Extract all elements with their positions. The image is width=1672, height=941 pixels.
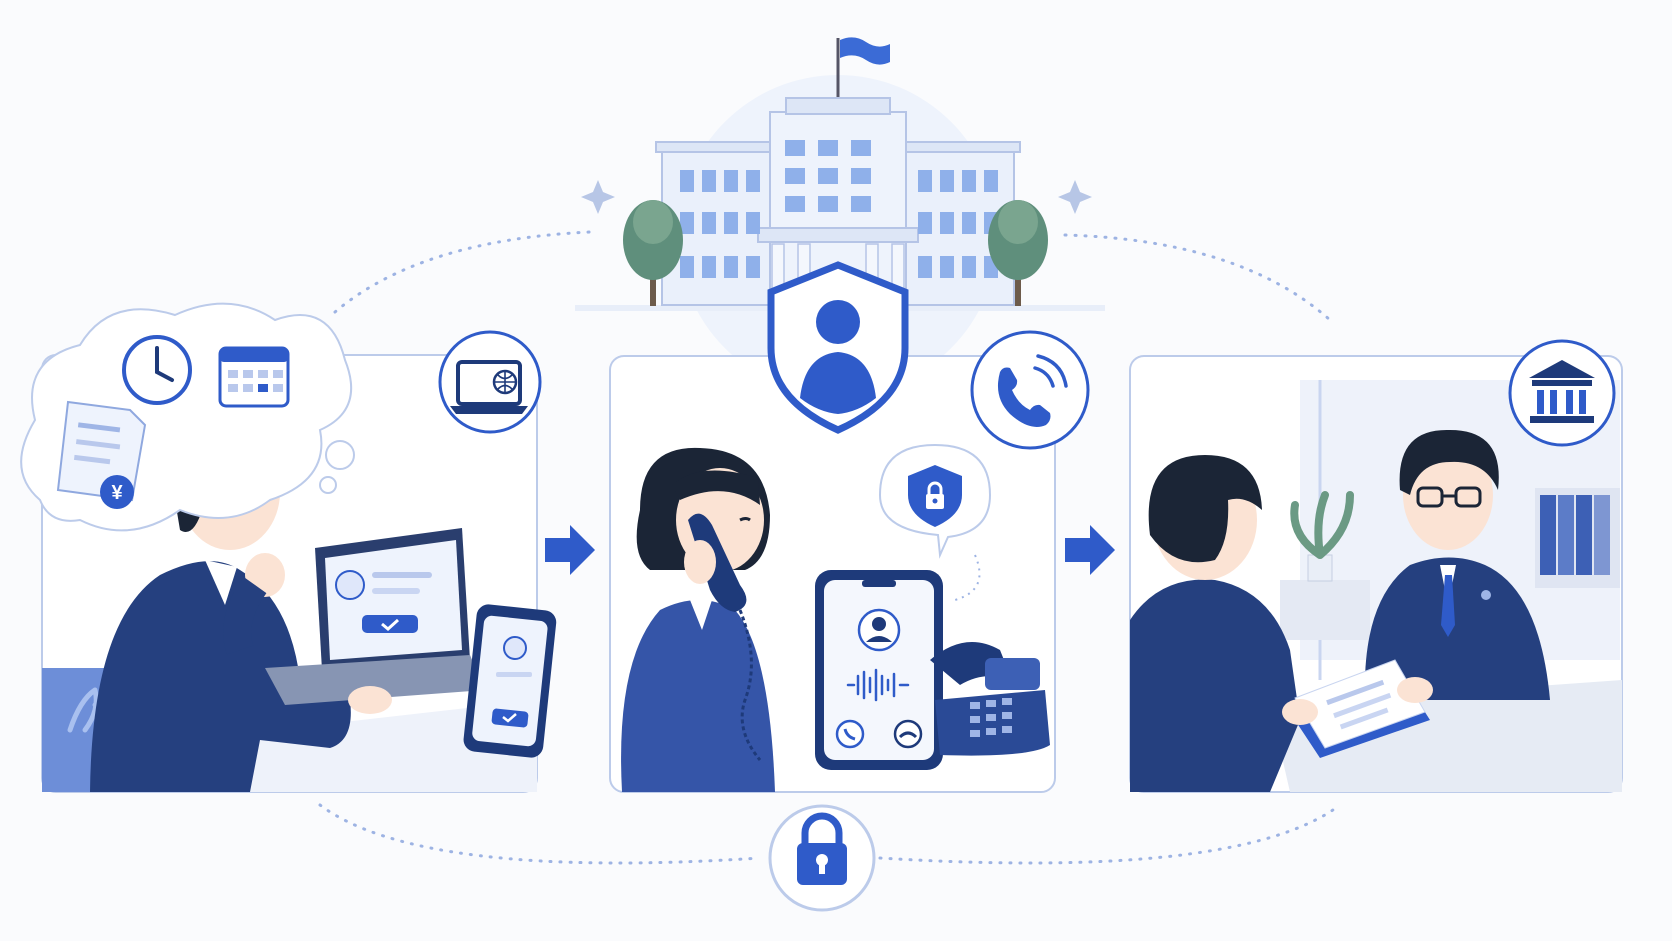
woman-suit <box>621 600 775 792</box>
tree <box>988 200 1048 306</box>
avatar-icon <box>503 636 527 660</box>
binder-shelf <box>1535 488 1620 588</box>
thought-bubble: ¥ <box>20 302 355 532</box>
shield-person-icon <box>767 261 909 434</box>
confirm-button[interactable] <box>362 615 418 633</box>
customer-hair <box>1148 455 1262 563</box>
bank-icon <box>1508 339 1616 447</box>
man-suit <box>90 561 351 792</box>
document-yen-icon: ¥ <box>56 400 147 509</box>
tree <box>623 200 683 306</box>
desk <box>230 700 537 792</box>
scene-online-application: ¥ <box>20 302 557 793</box>
government-building <box>575 37 1105 395</box>
calendar-icon <box>218 346 290 408</box>
clerk-suit <box>1364 557 1550 700</box>
laptop[interactable] <box>265 528 485 705</box>
sparkle-icon <box>581 180 1092 214</box>
lock-icon <box>768 804 876 912</box>
checkmark-icon <box>381 618 400 631</box>
arrow-right-icon <box>1065 525 1115 575</box>
flow-dotted-path <box>318 230 1342 865</box>
checkmark-icon <box>502 713 517 723</box>
desk-phone <box>930 642 1050 756</box>
potted-plant <box>1280 491 1370 640</box>
glasses-icon <box>1416 486 1482 508</box>
phone-call-icon <box>970 330 1090 450</box>
clerk-hair <box>1399 429 1499 495</box>
scene-in-person-counter <box>1129 339 1623 793</box>
laptop-globe-icon <box>438 330 542 434</box>
scene-phone-verification <box>609 330 1090 793</box>
voice-wave-icon <box>846 668 910 702</box>
telephone-handset <box>684 513 762 761</box>
smartphone[interactable] <box>462 603 557 759</box>
clock-icon <box>122 335 192 405</box>
clerk-tie <box>1441 575 1455 637</box>
yen-symbol: ¥ <box>111 482 123 504</box>
smartphone-call-screen[interactable] <box>815 570 943 770</box>
shield-lock-icon <box>878 443 992 559</box>
document-handover <box>1282 659 1433 758</box>
avatar-icon <box>335 570 365 600</box>
customer-suit <box>1130 579 1300 792</box>
answer-call-button[interactable] <box>835 719 865 749</box>
flag-icon <box>840 37 890 65</box>
arrow-right-icon <box>545 525 595 575</box>
